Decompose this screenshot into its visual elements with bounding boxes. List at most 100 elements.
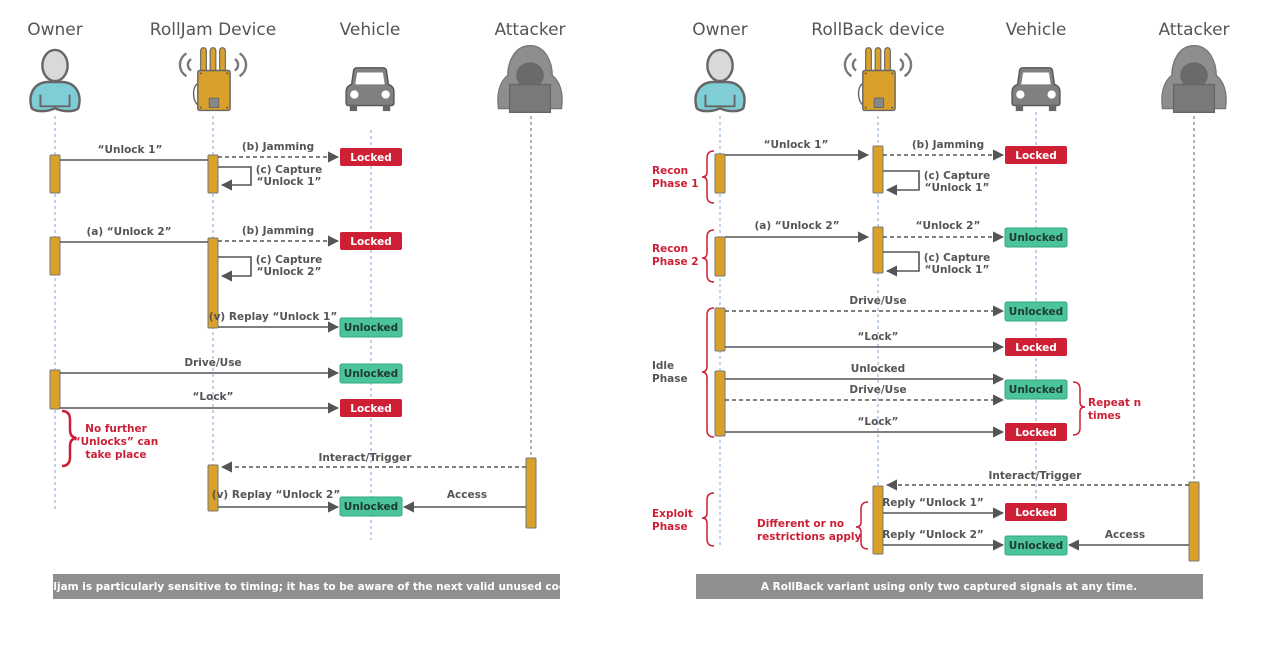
person-icon xyxy=(29,48,81,113)
car-icon xyxy=(345,67,395,112)
phase-label: Phase 1 xyxy=(652,178,699,190)
phase-label: Phase xyxy=(652,373,688,385)
activation-owner xyxy=(714,307,726,352)
msg-label: Unlocked xyxy=(851,363,905,375)
msg-label: “Unlock 2” xyxy=(916,220,981,232)
msg-label: (v) Replay “Unlock 1” xyxy=(209,311,337,323)
msg-capture-1 xyxy=(218,166,252,191)
msg-label: Access xyxy=(447,489,487,501)
msg-label: “Unlock 2” xyxy=(257,266,322,278)
actor-label-attacker: Attacker xyxy=(494,20,565,40)
activation-device xyxy=(207,464,219,512)
svg-text:Locked: Locked xyxy=(350,403,391,415)
svg-text:Unlocked: Unlocked xyxy=(1009,232,1063,244)
activation-owner xyxy=(49,154,61,194)
activation-device xyxy=(207,154,219,194)
brace-recon-2 xyxy=(701,229,715,283)
phase-label: Recon xyxy=(652,243,688,255)
msg-label: Access xyxy=(1105,529,1145,541)
activation-owner xyxy=(714,153,726,194)
brace-recon-1 xyxy=(701,150,715,204)
actor-label-owner: Owner xyxy=(692,20,748,40)
msg-label: “Lock” xyxy=(193,391,234,403)
activation-device xyxy=(872,226,884,274)
activation-device xyxy=(872,145,884,194)
msg-label: (a) “Unlock 2” xyxy=(754,220,839,232)
car-icon xyxy=(1011,67,1061,112)
restriction-annotation: restrictions apply xyxy=(757,531,861,543)
message-arrows xyxy=(725,149,1189,551)
state-badge-locked: Locked xyxy=(1005,338,1067,356)
activation-bars xyxy=(49,154,537,529)
svg-text:Locked: Locked xyxy=(350,236,391,248)
svg-text:Unlocked: Unlocked xyxy=(344,501,398,513)
msg-label: “Unlock 1” xyxy=(98,144,163,156)
msg-label: (a) “Unlock 2” xyxy=(86,226,171,238)
activation-owner xyxy=(49,369,61,410)
activation-bars xyxy=(714,145,1200,562)
hooded-hacker-icon xyxy=(1161,44,1227,114)
msg-capture-2 xyxy=(218,256,252,282)
brace xyxy=(61,409,77,468)
restriction-annotation: Different or no xyxy=(757,518,844,530)
phase-label: Idle xyxy=(652,360,674,372)
person-icon xyxy=(694,48,746,113)
activation-attacker xyxy=(1188,481,1200,562)
state-badge-locked: Locked xyxy=(340,399,402,417)
annotation-line: take place xyxy=(85,449,146,461)
svg-text:Locked: Locked xyxy=(1015,507,1056,519)
actor-label-vehicle: Vehicle xyxy=(340,20,401,40)
brace-restrictions xyxy=(855,501,869,550)
svg-text:Unlocked: Unlocked xyxy=(1009,540,1063,552)
caption-bar xyxy=(696,574,1203,599)
state-badge-unlocked: Unlocked xyxy=(339,496,403,517)
msg-label: (b) Jamming xyxy=(912,139,984,151)
state-badge-locked: Locked xyxy=(340,232,402,250)
state-badge-locked: Locked xyxy=(1005,503,1067,521)
state-badge-locked: Locked xyxy=(1005,423,1067,441)
msg-label: “Unlock 1” xyxy=(925,264,990,276)
msg-label: (v) Replay “Unlock 2” xyxy=(212,489,340,501)
msg-label: Drive/Use xyxy=(849,295,906,307)
msg-capture-1b xyxy=(883,251,920,277)
brace-idle xyxy=(701,307,715,438)
jammer-device-icon xyxy=(178,46,248,112)
activation-owner xyxy=(49,236,61,276)
brace-repeat xyxy=(1072,381,1086,436)
svg-text:Unlocked: Unlocked xyxy=(1009,306,1063,318)
actor-label-device: RollJam Device xyxy=(150,20,276,40)
activation-owner xyxy=(714,236,726,277)
state-badge-unlocked: Unlocked xyxy=(1004,301,1068,322)
activation-attacker xyxy=(525,457,537,529)
msg-label: “Lock” xyxy=(858,416,899,428)
actor-label-owner: Owner xyxy=(27,20,83,40)
repeat-annotation: Repeat n xyxy=(1088,397,1141,409)
phase-label: Phase 2 xyxy=(652,256,699,268)
msg-label: “Lock” xyxy=(858,331,899,343)
msg-label: (b) Jamming xyxy=(242,225,314,237)
msg-label: “Unlock 1” xyxy=(257,176,322,188)
svg-text:Unlocked: Unlocked xyxy=(344,368,398,380)
phase-label: Exploit xyxy=(652,508,693,520)
msg-label: Interact/Trigger xyxy=(319,452,413,464)
actor-label-attacker: Attacker xyxy=(1158,20,1229,40)
svg-text:Locked: Locked xyxy=(1015,150,1056,162)
msg-label: (c) Capture xyxy=(256,254,323,266)
msg-label: (c) Capture xyxy=(256,164,323,176)
repeat-annotation: times xyxy=(1088,410,1121,422)
phase-label: Phase xyxy=(652,521,688,533)
jammer-device-icon xyxy=(843,46,913,112)
caption-text: Rolljam is particularly sensitive to tim… xyxy=(34,581,577,593)
msg-label: Reply “Unlock 1” xyxy=(882,497,984,509)
phase-label: Recon xyxy=(652,165,688,177)
svg-text:Locked: Locked xyxy=(1015,342,1056,354)
svg-text:Unlocked: Unlocked xyxy=(344,322,398,334)
state-badge-locked: Locked xyxy=(1005,146,1067,164)
state-badge-unlocked: Unlocked xyxy=(339,363,403,384)
right-diagram-rollback: Owner RollBack device Vehicle Attacker xyxy=(652,20,1230,599)
msg-label: Drive/Use xyxy=(184,357,241,369)
msg-label: Drive/Use xyxy=(849,384,906,396)
state-badge-unlocked: Unlocked xyxy=(1004,379,1068,400)
state-badge-unlocked: Unlocked xyxy=(1004,227,1068,248)
